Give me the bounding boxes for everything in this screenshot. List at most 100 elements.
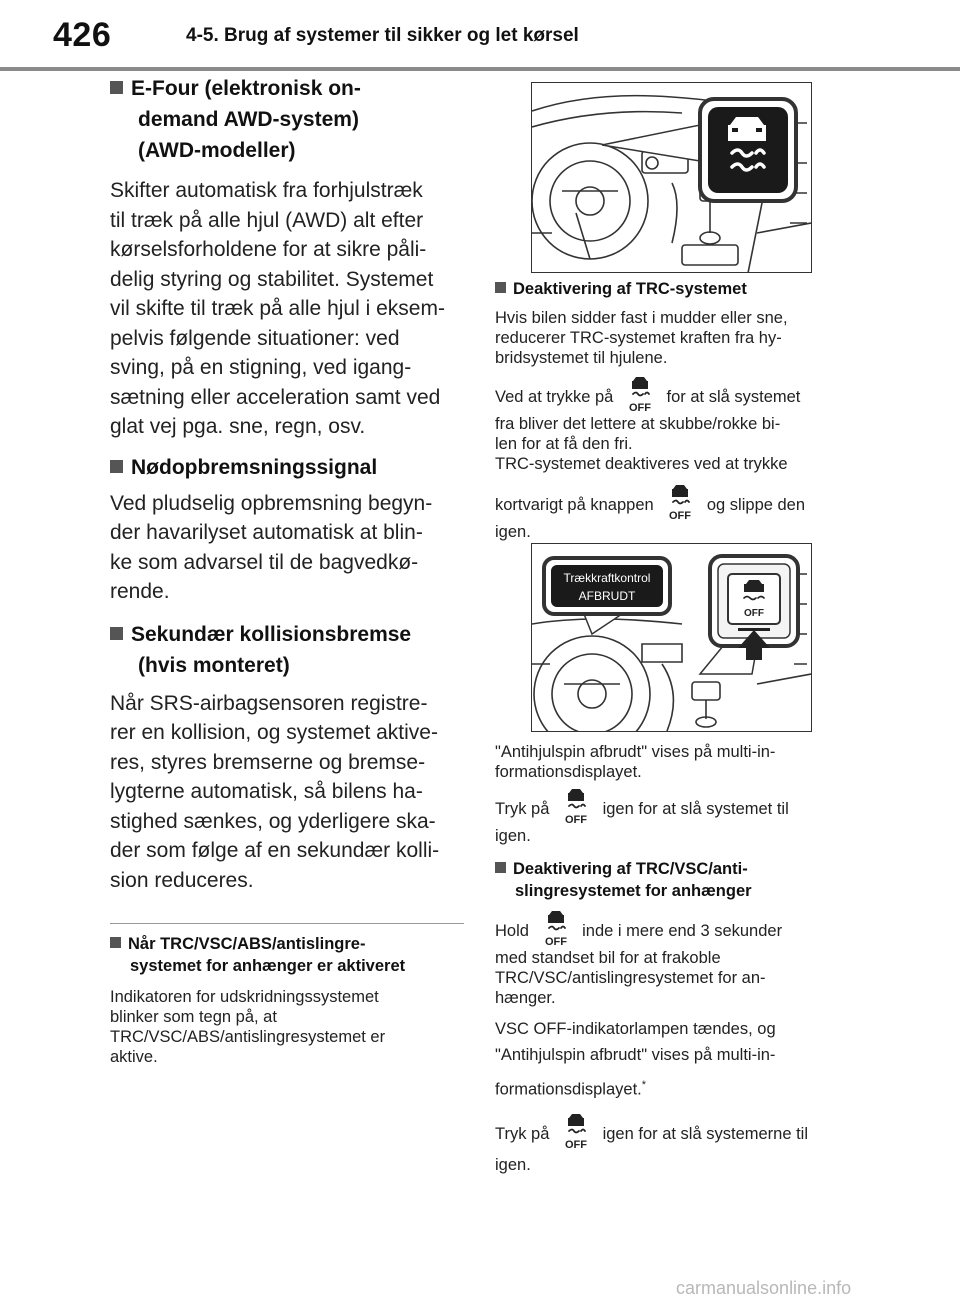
secondary-brake-body: Når SRS-airbagsensoren registre- rer en … <box>110 689 470 896</box>
body-line: Skifter automatisk fra forhjulstræk <box>110 179 423 202</box>
body-line: Hvis bilen sidder fast i mudder eller sn… <box>495 309 788 327</box>
body-line: reducerer TRC-systemet kraften fra hy- <box>495 329 782 347</box>
secondary-heading-line: (hvis monteret) <box>138 653 290 677</box>
body-line: TRC/VSC/antislingresystemet for an- <box>495 969 766 987</box>
body-line: aktive. <box>110 1048 158 1066</box>
efour-heading-line: E-Four (elektronisk on- <box>131 77 361 100</box>
body-line: til træk på alle hjul (AWD) alt efter <box>110 208 424 232</box>
body-line: sætning eller acceleration samt ved <box>110 385 441 409</box>
trc-off-button-icon: OFF <box>662 484 698 522</box>
vsc-heading-line: slingresystemet for anhænger <box>515 882 752 900</box>
body-line: fra bliver det lettere at skubbe/rokke b… <box>495 415 781 433</box>
body-line: kørselsforholdene for at sikre påli- <box>110 238 427 261</box>
body-line: delig styring og stabilitet. Systemet <box>110 267 434 291</box>
square-bullet-icon <box>495 862 506 873</box>
secondary-brake-heading: Sekundær kollisionsbremse (hvis monteret… <box>110 619 470 681</box>
inline-text: og slippe den <box>706 496 806 514</box>
body-line: bridsystemet til hjulene. <box>495 349 668 367</box>
trc-paragraph-3: kortvarigt på knappen OFF og slippe den … <box>495 484 850 542</box>
body-line: kortvarigt på knappen OFF og slippe den <box>495 484 850 522</box>
emergency-heading-text: Nødopbremsningssignal <box>131 455 378 479</box>
off-label: OFF <box>629 402 651 414</box>
body-line: rende. <box>110 580 170 603</box>
body-line: rer en kollision, og systemet aktive- <box>110 721 438 744</box>
body-line: lygterne automatisk, så bilens ha- <box>110 780 423 803</box>
body-line: stighed sænkes, og yderligere ska- <box>110 809 436 833</box>
body-line: Indikatoren for udskridningssystemet <box>110 988 379 1006</box>
body-line: der som følge af en sekundær kolli- <box>110 839 440 862</box>
body-line: ke som advarsel til de bagvedkø- <box>110 550 419 574</box>
secondary-heading-line: Sekundær kollisionsbremse <box>131 622 412 646</box>
body-line: blinker som tegn på, at <box>110 1008 277 1026</box>
section-divider <box>110 923 464 924</box>
right-column-lower: "Antihjulspin afbrudt" vises på multi-in… <box>495 742 850 1179</box>
emergency-body: Ved pludselig opbremsning begyn- der hav… <box>110 489 470 607</box>
off-label: OFF <box>744 608 764 619</box>
body-line: Ved at trykke på OFF for at slå systemet <box>495 376 850 414</box>
body-line: med standset bil for at frakoble <box>495 949 721 967</box>
body-line: igen. <box>495 827 531 845</box>
vsc-paragraph: VSC OFF-indikatorlampen tændes, og "Anti… <box>495 1016 850 1107</box>
trailer-heading-line: Når TRC/VSC/ABS/antislingre- <box>128 935 366 953</box>
body-line: "Antihjulspin afbrudt" vises på multi-in… <box>495 1046 776 1064</box>
dashboard-drawing <box>532 94 811 272</box>
inline-text: inde i mere end 3 sekunder <box>582 922 783 940</box>
body-line: len for at få den fri. <box>495 435 633 453</box>
inline-text: for at slå systemet <box>666 388 801 406</box>
body-line: pelvis følgende situationer: ved <box>110 326 400 350</box>
body-line: formationsdisplayet. <box>495 763 642 781</box>
trailer-heading-line: systemet for anhænger er aktiveret <box>130 957 406 975</box>
off-label: OFF <box>565 814 587 826</box>
body-line: VSC OFF-indikatorlampen tændes, og <box>495 1020 776 1038</box>
inline-text: Tryk på <box>495 800 550 818</box>
section-title: 4-5. Brug af systemer til sikker og let … <box>186 25 579 46</box>
header-rule <box>0 67 960 71</box>
final-paragraph: Tryk på OFF igen for at slå systemerne t… <box>495 1113 850 1179</box>
watermark-text: carmanualsonline.info <box>676 1278 852 1298</box>
body-line: Tryk på OFF igen for at slå systemerne t… <box>495 1113 850 1151</box>
page-number: 426 <box>53 16 112 54</box>
off-label: OFF <box>545 936 567 948</box>
trc-off-button-icon: OFF <box>622 376 658 414</box>
display-label-line-1: Trækkraftkontrol <box>564 571 651 585</box>
body-line: Ved pludselig opbremsning begyn- <box>110 491 433 515</box>
vsc-heading: Deaktivering af TRC/VSC/anti- slingresys… <box>495 858 850 902</box>
display-label-line-2: AFBRUDT <box>579 589 636 603</box>
square-bullet-icon <box>110 626 123 640</box>
body-line: Tryk på OFF igen for at slå systemet til <box>495 788 850 826</box>
trc-heading: Deaktivering af TRC-systemet <box>495 278 850 300</box>
off-label: OFF <box>565 1139 587 1151</box>
square-bullet-icon <box>495 282 506 293</box>
reenable-paragraph: Tryk på OFF igen for at slå systemet til… <box>495 788 850 846</box>
square-bullet-icon <box>110 459 123 473</box>
efour-heading-line: demand AWD-system) <box>138 108 359 131</box>
trc-off-button-icon: OFF <box>538 910 574 948</box>
square-bullet-icon <box>110 937 121 948</box>
efour-heading: E-Four (elektronisk on- demand AWD-syste… <box>110 73 470 166</box>
trc-off-button-icon: OFF <box>558 1113 594 1151</box>
body-line: sving, på en stigning, ved igang- <box>110 356 412 379</box>
dashboard-illustration-2: Trækkraftkontrol AFBRUDT OFF <box>531 543 812 732</box>
left-column: E-Four (elektronisk on- demand AWD-syste… <box>110 72 470 1067</box>
emergency-heading: Nødopbremsningssignal <box>110 452 470 483</box>
body-line: vil skifte til træk på alle hjul i eksem… <box>110 297 445 320</box>
body-line: "Antihjulspin afbrudt" vises på multi-in… <box>495 743 776 761</box>
trc-heading-text: Deaktivering af TRC-systemet <box>513 280 747 298</box>
right-column: Deaktivering af TRC-systemet Hvis bilen … <box>495 278 850 542</box>
hold-paragraph: Hold OFF inde i mere end 3 sekunder med … <box>495 910 850 1008</box>
trailer-body: Indikatoren for udskridningssystemet bli… <box>110 987 470 1067</box>
inline-text: Tryk på <box>495 1124 550 1143</box>
body-line: Når SRS-airbagsensoren registre- <box>110 691 428 715</box>
trc-off-button-icon: OFF <box>558 788 594 826</box>
body-line: glat vej pga. sne, regn, osv. <box>110 415 366 438</box>
body-line: igen. <box>495 523 531 541</box>
efour-heading-line: (AWD-modeller) <box>138 139 296 162</box>
inline-text: igen for at slå systemet til <box>602 800 789 818</box>
body-line: formationsdisplayet.* <box>495 1068 850 1107</box>
body-line: TRC-systemet deaktiveres ved at trykke <box>495 455 788 473</box>
footnote-marker: * <box>641 1079 647 1091</box>
body-line: der havarilyset automatisk at blin- <box>110 521 423 544</box>
efour-body: Skifter automatisk fra forhjulstræk til … <box>110 176 470 442</box>
body-line: TRC/VSC/ABS/antislingresystemet er <box>110 1028 386 1046</box>
vsc-heading-line: Deaktivering af TRC/VSC/anti- <box>513 860 748 878</box>
